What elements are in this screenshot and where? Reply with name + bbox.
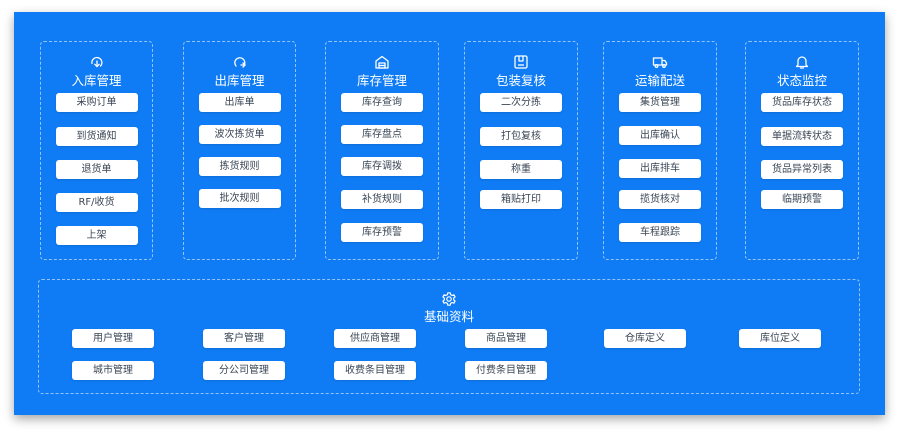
base-item: 仓库定义 xyxy=(604,329,686,348)
module-packing: 包装复核 二次分拣 打包复核 称重 箱贴打印 xyxy=(464,41,578,260)
base-item: 客户管理 xyxy=(203,329,285,348)
module-item: 退货单 xyxy=(55,160,138,179)
module-item: 二次分拣 xyxy=(480,93,562,112)
module-title: 包装复核 xyxy=(495,73,546,88)
module-item: 采购订单 xyxy=(55,93,138,112)
module-item: 补货规则 xyxy=(341,190,423,209)
base-item: 用户管理 xyxy=(72,329,154,348)
base-item: 商品管理 xyxy=(465,329,547,348)
module-item: 货品库存状态 xyxy=(761,93,843,112)
module-transport: 运输配送 集货管理 出库确认 出库排车 揽货核对 车程跟踪 xyxy=(603,41,717,260)
module-item: 批次规则 xyxy=(198,189,281,208)
module-outbound: 出库管理 出库单 波次拣货单 拣货规则 批次规则 xyxy=(183,41,296,260)
warehouse-icon xyxy=(374,54,390,70)
module-item: 出库排车 xyxy=(619,159,701,178)
module-title: 出库管理 xyxy=(214,73,265,88)
module-item: 临期预警 xyxy=(761,190,843,209)
module-title: 入库管理 xyxy=(71,73,122,88)
module-item: 拣货规则 xyxy=(198,157,281,176)
base-item: 收费条目管理 xyxy=(334,361,416,380)
base-item: 城市管理 xyxy=(72,361,154,380)
module-item: 箱贴打印 xyxy=(480,190,562,209)
base-item: 库位定义 xyxy=(739,329,821,348)
module-inbound: 入库管理 采购订单 到货通知 退货单 RF/收货 上架 xyxy=(40,41,153,260)
architecture-diagram: 入库管理 采购订单 到货通知 退货单 RF/收货 上架 出库管理 出库单 波次拣… xyxy=(14,12,885,415)
module-item: 到货通知 xyxy=(55,127,138,146)
module-title: 运输配送 xyxy=(634,73,685,88)
module-item: 单据流转状态 xyxy=(761,127,843,146)
module-item: 库存盘点 xyxy=(341,125,423,144)
truck-icon xyxy=(652,54,668,70)
gear-icon xyxy=(441,291,457,307)
module-item: 车程跟踪 xyxy=(619,223,701,242)
inbound-arrow-icon xyxy=(89,54,105,70)
module-item: 上架 xyxy=(55,226,138,245)
module-item: 出库单 xyxy=(198,93,281,112)
module-item: 库存预警 xyxy=(341,223,423,242)
base-item: 付费条目管理 xyxy=(465,361,547,380)
module-inventory: 库存管理 库存查询 库存盘点 库存调拨 补货规则 库存预警 xyxy=(325,41,439,260)
module-monitoring: 状态监控 货品库存状态 单据流转状态 货品异常列表 临期预警 xyxy=(745,41,859,260)
base-item: 供应商管理 xyxy=(334,329,416,348)
module-item: 揽货核对 xyxy=(619,190,701,209)
module-item: 集货管理 xyxy=(619,93,701,112)
module-title: 状态监控 xyxy=(776,73,827,88)
base-item: 分公司管理 xyxy=(203,361,285,380)
module-item: 称重 xyxy=(480,160,562,179)
base-title: 基础资料 xyxy=(423,309,474,324)
package-icon xyxy=(513,54,529,70)
module-item: RF/收货 xyxy=(55,193,138,212)
module-item: 波次拣货单 xyxy=(198,125,281,144)
bell-icon xyxy=(794,54,810,70)
outbound-arrow-icon xyxy=(232,54,248,70)
module-item: 库存调拨 xyxy=(341,157,423,176)
module-title: 库存管理 xyxy=(356,73,407,88)
module-item: 打包复核 xyxy=(480,127,562,146)
module-base-data: 基础资料 用户管理 客户管理 供应商管理 商品管理 仓库定义 库位定义 城市管理… xyxy=(38,279,860,394)
module-item: 出库确认 xyxy=(619,126,701,145)
module-item: 货品异常列表 xyxy=(761,160,843,179)
module-item: 库存查询 xyxy=(341,93,423,112)
